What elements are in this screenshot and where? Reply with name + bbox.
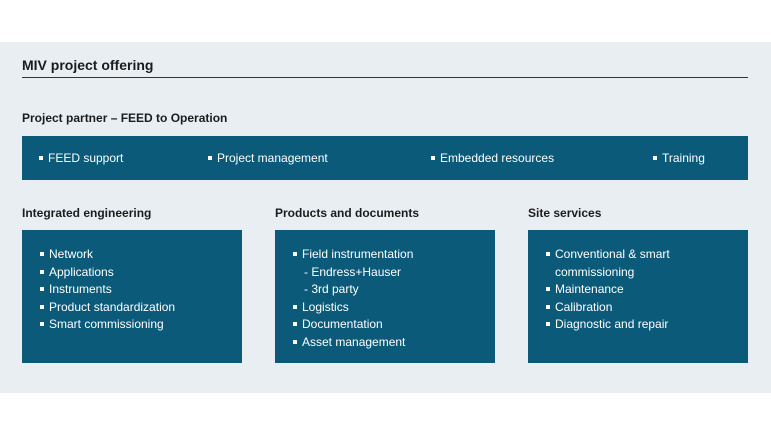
- site-services-box: Conventional & smart commissioning Maint…: [528, 230, 748, 363]
- list-subitem: - 3rd party: [304, 282, 359, 296]
- partner-item-project-management: Project management: [208, 151, 328, 165]
- partner-item-embedded-resources: Embedded resources: [431, 151, 554, 165]
- partner-item-feed-support: FEED support: [39, 151, 123, 165]
- list-item: Applications: [22, 264, 242, 282]
- products-documents-box: Field instrumentation - Endress+Hauser -…: [275, 230, 495, 363]
- partner-heading: Project partner – FEED to Operation: [22, 111, 228, 125]
- products-documents-heading: Products and documents: [275, 206, 420, 220]
- list-item: Product standardization: [22, 299, 242, 317]
- list-item: Instruments: [22, 281, 242, 299]
- integrated-engineering-box: Network Applications Instruments Product…: [22, 230, 242, 363]
- list-item: Smart commissioning: [22, 316, 242, 334]
- page-title: MIV project offering: [22, 57, 154, 73]
- list-item: Documentation: [275, 316, 495, 334]
- list-item: Logistics: [275, 299, 495, 317]
- site-services-heading: Site services: [528, 206, 602, 220]
- title-divider: [22, 77, 748, 78]
- list-item: Calibration: [528, 299, 748, 317]
- list-item: Network: [22, 246, 242, 264]
- list-item: Diagnostic and repair: [528, 316, 748, 334]
- integrated-engineering-heading: Integrated engineering: [22, 206, 152, 220]
- list-item: Asset management: [275, 334, 495, 352]
- list-item: Field instrumentation: [275, 246, 495, 264]
- partner-item-training: Training: [653, 151, 705, 165]
- list-subitem: - Endress+Hauser: [304, 264, 402, 279]
- list-item-continuation: commissioning: [555, 264, 635, 279]
- list-item: Conventional & smart: [528, 246, 748, 264]
- partner-band: FEED support Project management Embedded…: [22, 136, 748, 180]
- list-item: Maintenance: [528, 281, 748, 299]
